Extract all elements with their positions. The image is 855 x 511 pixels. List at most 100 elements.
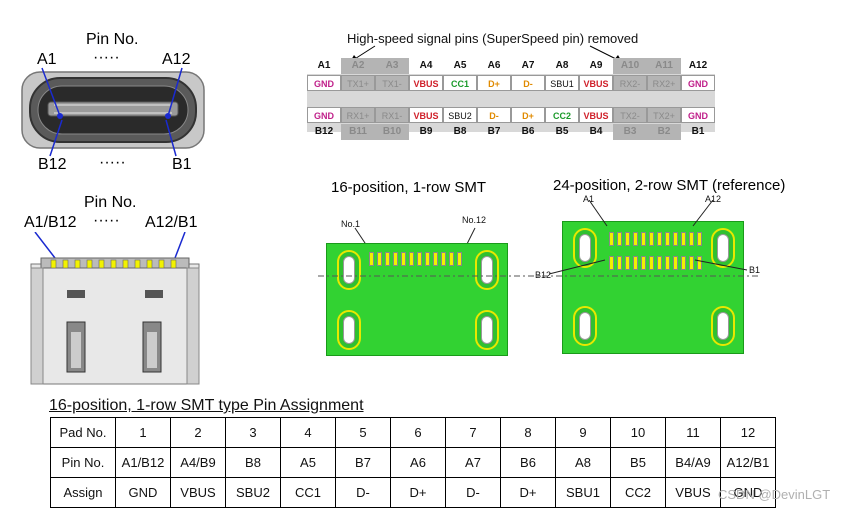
smt16-pad (393, 252, 398, 266)
table-cell: D- (335, 477, 391, 508)
smt16-pad (401, 252, 406, 266)
pin-signal: D- (511, 75, 545, 91)
smt24-pad (697, 256, 702, 270)
pin-signal: SBU1 (545, 75, 579, 91)
pin-grid-gap (307, 92, 715, 106)
pin-no-title-top: Pin No. (86, 31, 139, 48)
smt24-pad (633, 256, 638, 270)
table-cell: 2 (170, 417, 226, 448)
smt24-pad (673, 232, 678, 246)
table-cell: 1 (115, 417, 171, 448)
smt24-title: 24-position, 2-row SMT (reference) (553, 177, 786, 194)
pin-header: B12 (314, 126, 334, 137)
pin-signal: TX1- (375, 75, 409, 91)
table-cell: A12/B1 (720, 447, 776, 478)
pin-header: A5 (453, 60, 467, 71)
smt24-pad (641, 256, 646, 270)
table-cell: SBU2 (225, 477, 281, 508)
pin-header: B2 (647, 124, 681, 140)
table-cell: B6 (500, 447, 556, 478)
label-a1-b12: A1/B12 (24, 214, 77, 231)
smt16-pad (457, 252, 462, 266)
table-cell: SBU1 (555, 477, 611, 508)
label-b1-top: B1 (172, 156, 192, 173)
pin-signal: TX2- (613, 107, 647, 123)
smt24-callout-lines (548, 200, 748, 275)
pin-signal: VBUS (409, 107, 443, 123)
smt24-a1-label: A1 (583, 194, 595, 204)
pin-signal: CC2 (545, 107, 579, 123)
smt16-pad (377, 252, 382, 266)
smt16-pad (369, 252, 374, 266)
pin-signal: D+ (511, 107, 545, 123)
table-cell: 10 (610, 417, 666, 448)
smt24-pad (689, 256, 694, 270)
smt24-pad (673, 256, 678, 270)
pin-signal: GND (681, 107, 715, 123)
pin-header: A3 (375, 58, 409, 74)
smt16-pad (449, 252, 454, 266)
pin-signal: GND (681, 75, 715, 91)
dashed-centerline (318, 275, 758, 277)
table-title: 16-position, 1-row SMT type Pin Assignme… (49, 397, 364, 414)
pin-header: A10 (613, 58, 647, 74)
smt16-slot-bl (337, 310, 361, 350)
table-cell: D- (445, 477, 501, 508)
smt16-pad (425, 252, 430, 266)
pin-header: B7 (487, 126, 501, 137)
pin-signal: RX2- (613, 75, 647, 91)
smt24-pad (649, 232, 654, 246)
smt24-pad (665, 232, 670, 246)
pin-header: B1 (691, 126, 705, 137)
table-cell: 4 (280, 417, 336, 448)
table-cell: 12 (720, 417, 776, 448)
smt24-pad (609, 232, 614, 246)
pin-signal: VBUS (579, 75, 613, 91)
pin-signal: D- (477, 107, 511, 123)
pin-header: A11 (647, 58, 681, 74)
smt24-pad (681, 232, 686, 246)
pin-no-title-side: Pin No. (84, 194, 137, 211)
smt24-b12-label: B12 (535, 270, 552, 280)
smt24-pad (665, 256, 670, 270)
pin-header: A1 (317, 60, 331, 71)
table-cell: D+ (390, 477, 446, 508)
dots-side: ····· (93, 212, 120, 229)
table-cell: B7 (335, 447, 391, 478)
pin-header: A2 (341, 58, 375, 74)
smt24-slot-bl (573, 306, 597, 346)
smt24-board (562, 221, 744, 354)
pin-header: A6 (487, 60, 501, 71)
smt16-pad (417, 252, 422, 266)
row-label: Pad No. (50, 417, 116, 448)
pin-header: B4 (589, 126, 603, 137)
smt24-pad (617, 232, 622, 246)
smt24-slot-tr (711, 228, 735, 268)
smt16-pad (385, 252, 390, 266)
table-cell: A5 (280, 447, 336, 478)
smt24-pad (689, 232, 694, 246)
table-cell: B4/A9 (665, 447, 721, 478)
watermark: CSDN @DevinLGT (718, 487, 831, 502)
pin-header: A9 (589, 60, 603, 71)
smt24-pad (681, 256, 686, 270)
smt24-slot-br (711, 306, 735, 346)
pin-signal: D+ (477, 75, 511, 91)
label-a1-top: A1 (37, 51, 57, 68)
smt16-pad (409, 252, 414, 266)
table-cell: B8 (225, 447, 281, 478)
label-a12-b1: A12/B1 (145, 214, 198, 231)
table-cell: 8 (500, 417, 556, 448)
table-cell: 11 (665, 417, 721, 448)
pin-signal: VBUS (579, 107, 613, 123)
table-cell: B5 (610, 447, 666, 478)
smt16-board (326, 243, 508, 356)
smt16-no12-label: No.12 (462, 215, 487, 225)
smt24-pad (617, 256, 622, 270)
smt24-pad (697, 232, 702, 246)
pin-signal: TX1+ (341, 75, 375, 91)
